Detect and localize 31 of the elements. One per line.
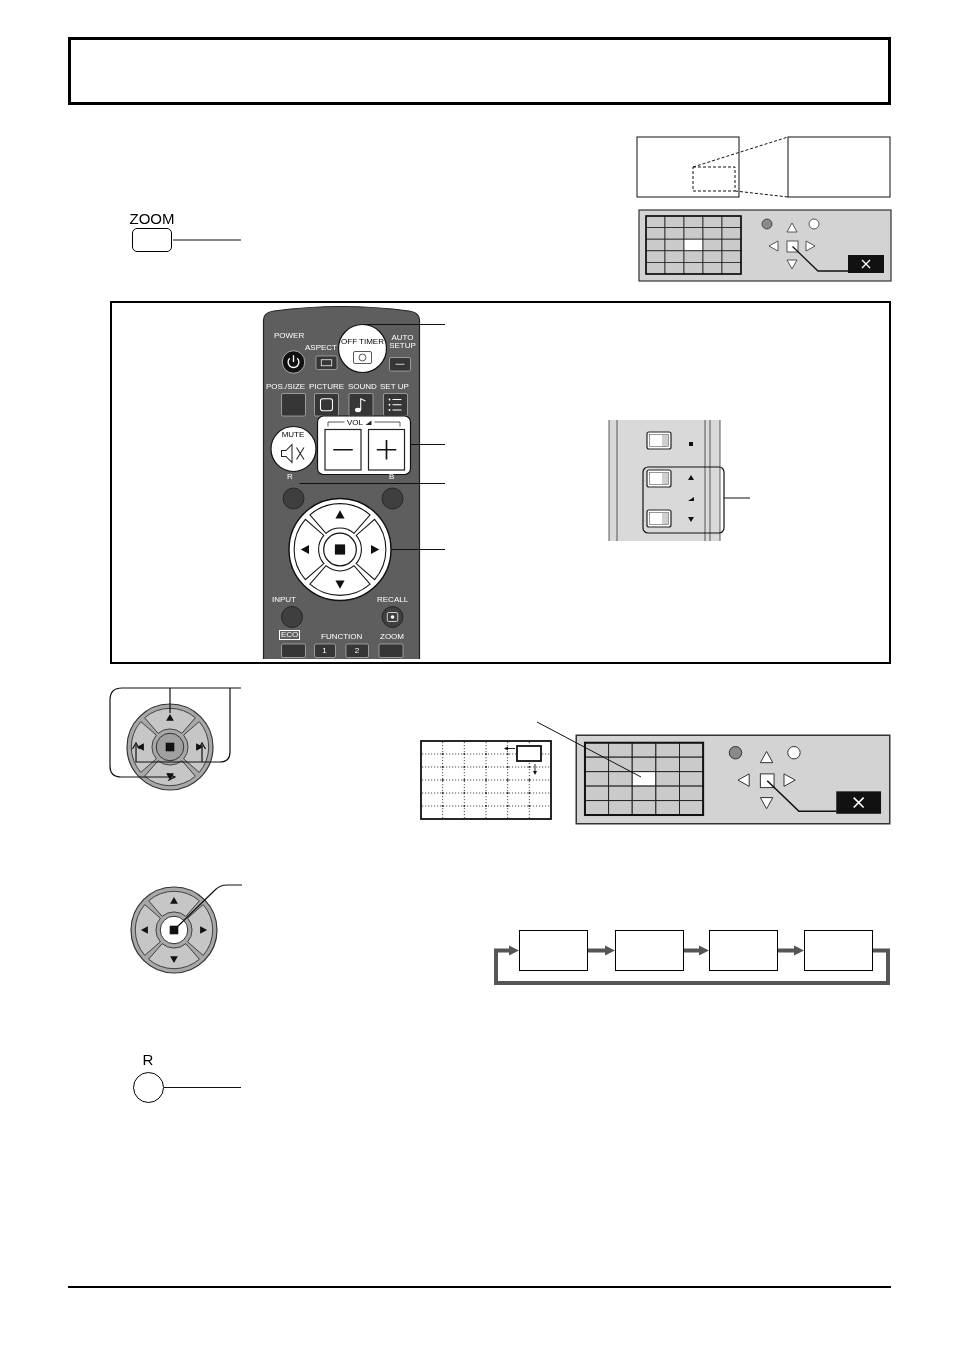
button-label: VOL bbox=[347, 419, 363, 427]
button-label: SOUND bbox=[348, 383, 377, 391]
button-label: 2 bbox=[353, 645, 361, 657]
flow-box bbox=[804, 930, 873, 971]
button-label: AUTO SETUP bbox=[388, 334, 417, 350]
button-label: FUNCTION bbox=[321, 633, 363, 641]
flow-box bbox=[615, 930, 684, 971]
arrow bbox=[494, 945, 890, 985]
button-label: SET UP bbox=[380, 383, 409, 391]
arrow bbox=[588, 945, 616, 956]
button-label: OFF TIMER bbox=[340, 338, 385, 346]
button-label: POS./SIZE bbox=[266, 383, 306, 391]
arrow bbox=[778, 945, 805, 956]
button-label: ASPECT bbox=[305, 344, 337, 352]
leader-line bbox=[163, 1086, 242, 1089]
arrow bbox=[684, 945, 710, 956]
button-label: RECALL bbox=[377, 596, 409, 604]
button-label: MUTE bbox=[280, 431, 306, 439]
button-label: B bbox=[389, 473, 395, 481]
button-label: ZOOM bbox=[380, 633, 404, 641]
button-label: PICTURE bbox=[309, 383, 345, 391]
flow-box bbox=[519, 930, 588, 971]
button-label: R bbox=[287, 473, 293, 481]
button-label: 1 bbox=[321, 645, 328, 657]
button-label: POWER bbox=[274, 332, 305, 340]
flow-box bbox=[709, 930, 778, 971]
button-label: R bbox=[142, 1051, 154, 1068]
leader-line bbox=[172, 239, 242, 241]
button-label: ZOOM bbox=[129, 210, 175, 227]
button-label: INPUT bbox=[272, 596, 296, 604]
button-label: ECO bbox=[279, 630, 301, 640]
